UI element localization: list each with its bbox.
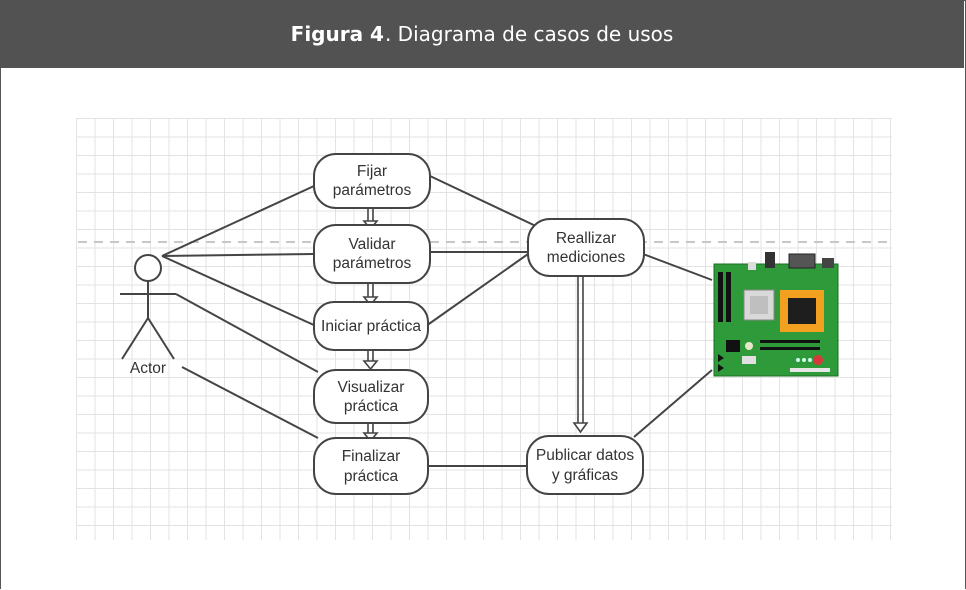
assoc-actor-visualizar — [175, 293, 319, 373]
actor-head — [134, 254, 162, 282]
mediciones-line1: Reallizar — [556, 230, 616, 247]
actor-right-leg — [147, 317, 175, 360]
mediciones-line2: mediciones — [547, 249, 626, 266]
system-associations — [425, 175, 713, 467]
publicar-line1: Publicar datos — [536, 447, 634, 464]
assoc-fijar-mediciones — [429, 175, 541, 229]
actor-figure — [120, 254, 176, 360]
usecase-finalizar — [313, 437, 429, 495]
finalizar-line2: práctica — [344, 468, 399, 485]
circuit-board-icon — [713, 252, 839, 377]
actor-associations — [161, 185, 319, 439]
figure-header: Figura 4 . Diagrama de casos de usos — [0, 0, 964, 68]
validar-line2: parámetros — [333, 255, 412, 272]
usecase-iniciar — [313, 301, 429, 351]
fijar-line2: parámetros — [333, 182, 412, 199]
use-case-shapes — [313, 153, 645, 495]
figure-title: . Diagrama de casos de usos — [384, 22, 674, 46]
assoc-mediciones-board — [642, 253, 713, 281]
iniciar-line1: Iniciar práctica — [321, 318, 421, 335]
visualizar-line2: práctica — [344, 398, 399, 415]
actor-left-leg — [121, 317, 149, 360]
assoc-actor-fijar — [161, 185, 315, 257]
assoc-actor-iniciar — [161, 255, 317, 327]
assoc-actor-validar — [161, 253, 315, 257]
assoc-actor-finalizar — [181, 366, 319, 439]
finalizar-line1: Finalizar — [342, 448, 401, 465]
actor-label: Actor — [130, 360, 166, 377]
assoc-iniciar-mediciones — [425, 253, 529, 327]
usecase-visualizar — [313, 369, 429, 424]
usecase-mediciones — [527, 218, 645, 277]
validar-line1: Validar — [348, 236, 395, 253]
visualizar-line1: Visualizar — [338, 379, 405, 396]
assoc-publicar-board — [633, 369, 713, 438]
publicar-line2: y gráficas — [552, 467, 619, 484]
arrow-mediciones-publicar — [572, 276, 589, 434]
use-case-labels: Fijar parámetros Validar parámetros Inic… — [321, 163, 634, 485]
usecase-fijar — [313, 153, 431, 209]
figure-label: Figura 4 — [290, 22, 384, 46]
usecase-validar — [313, 224, 431, 284]
fijar-line1: Fijar — [357, 163, 387, 180]
arrow-iniciar-visualizar — [362, 349, 379, 371]
usecase-publicar — [526, 435, 644, 495]
